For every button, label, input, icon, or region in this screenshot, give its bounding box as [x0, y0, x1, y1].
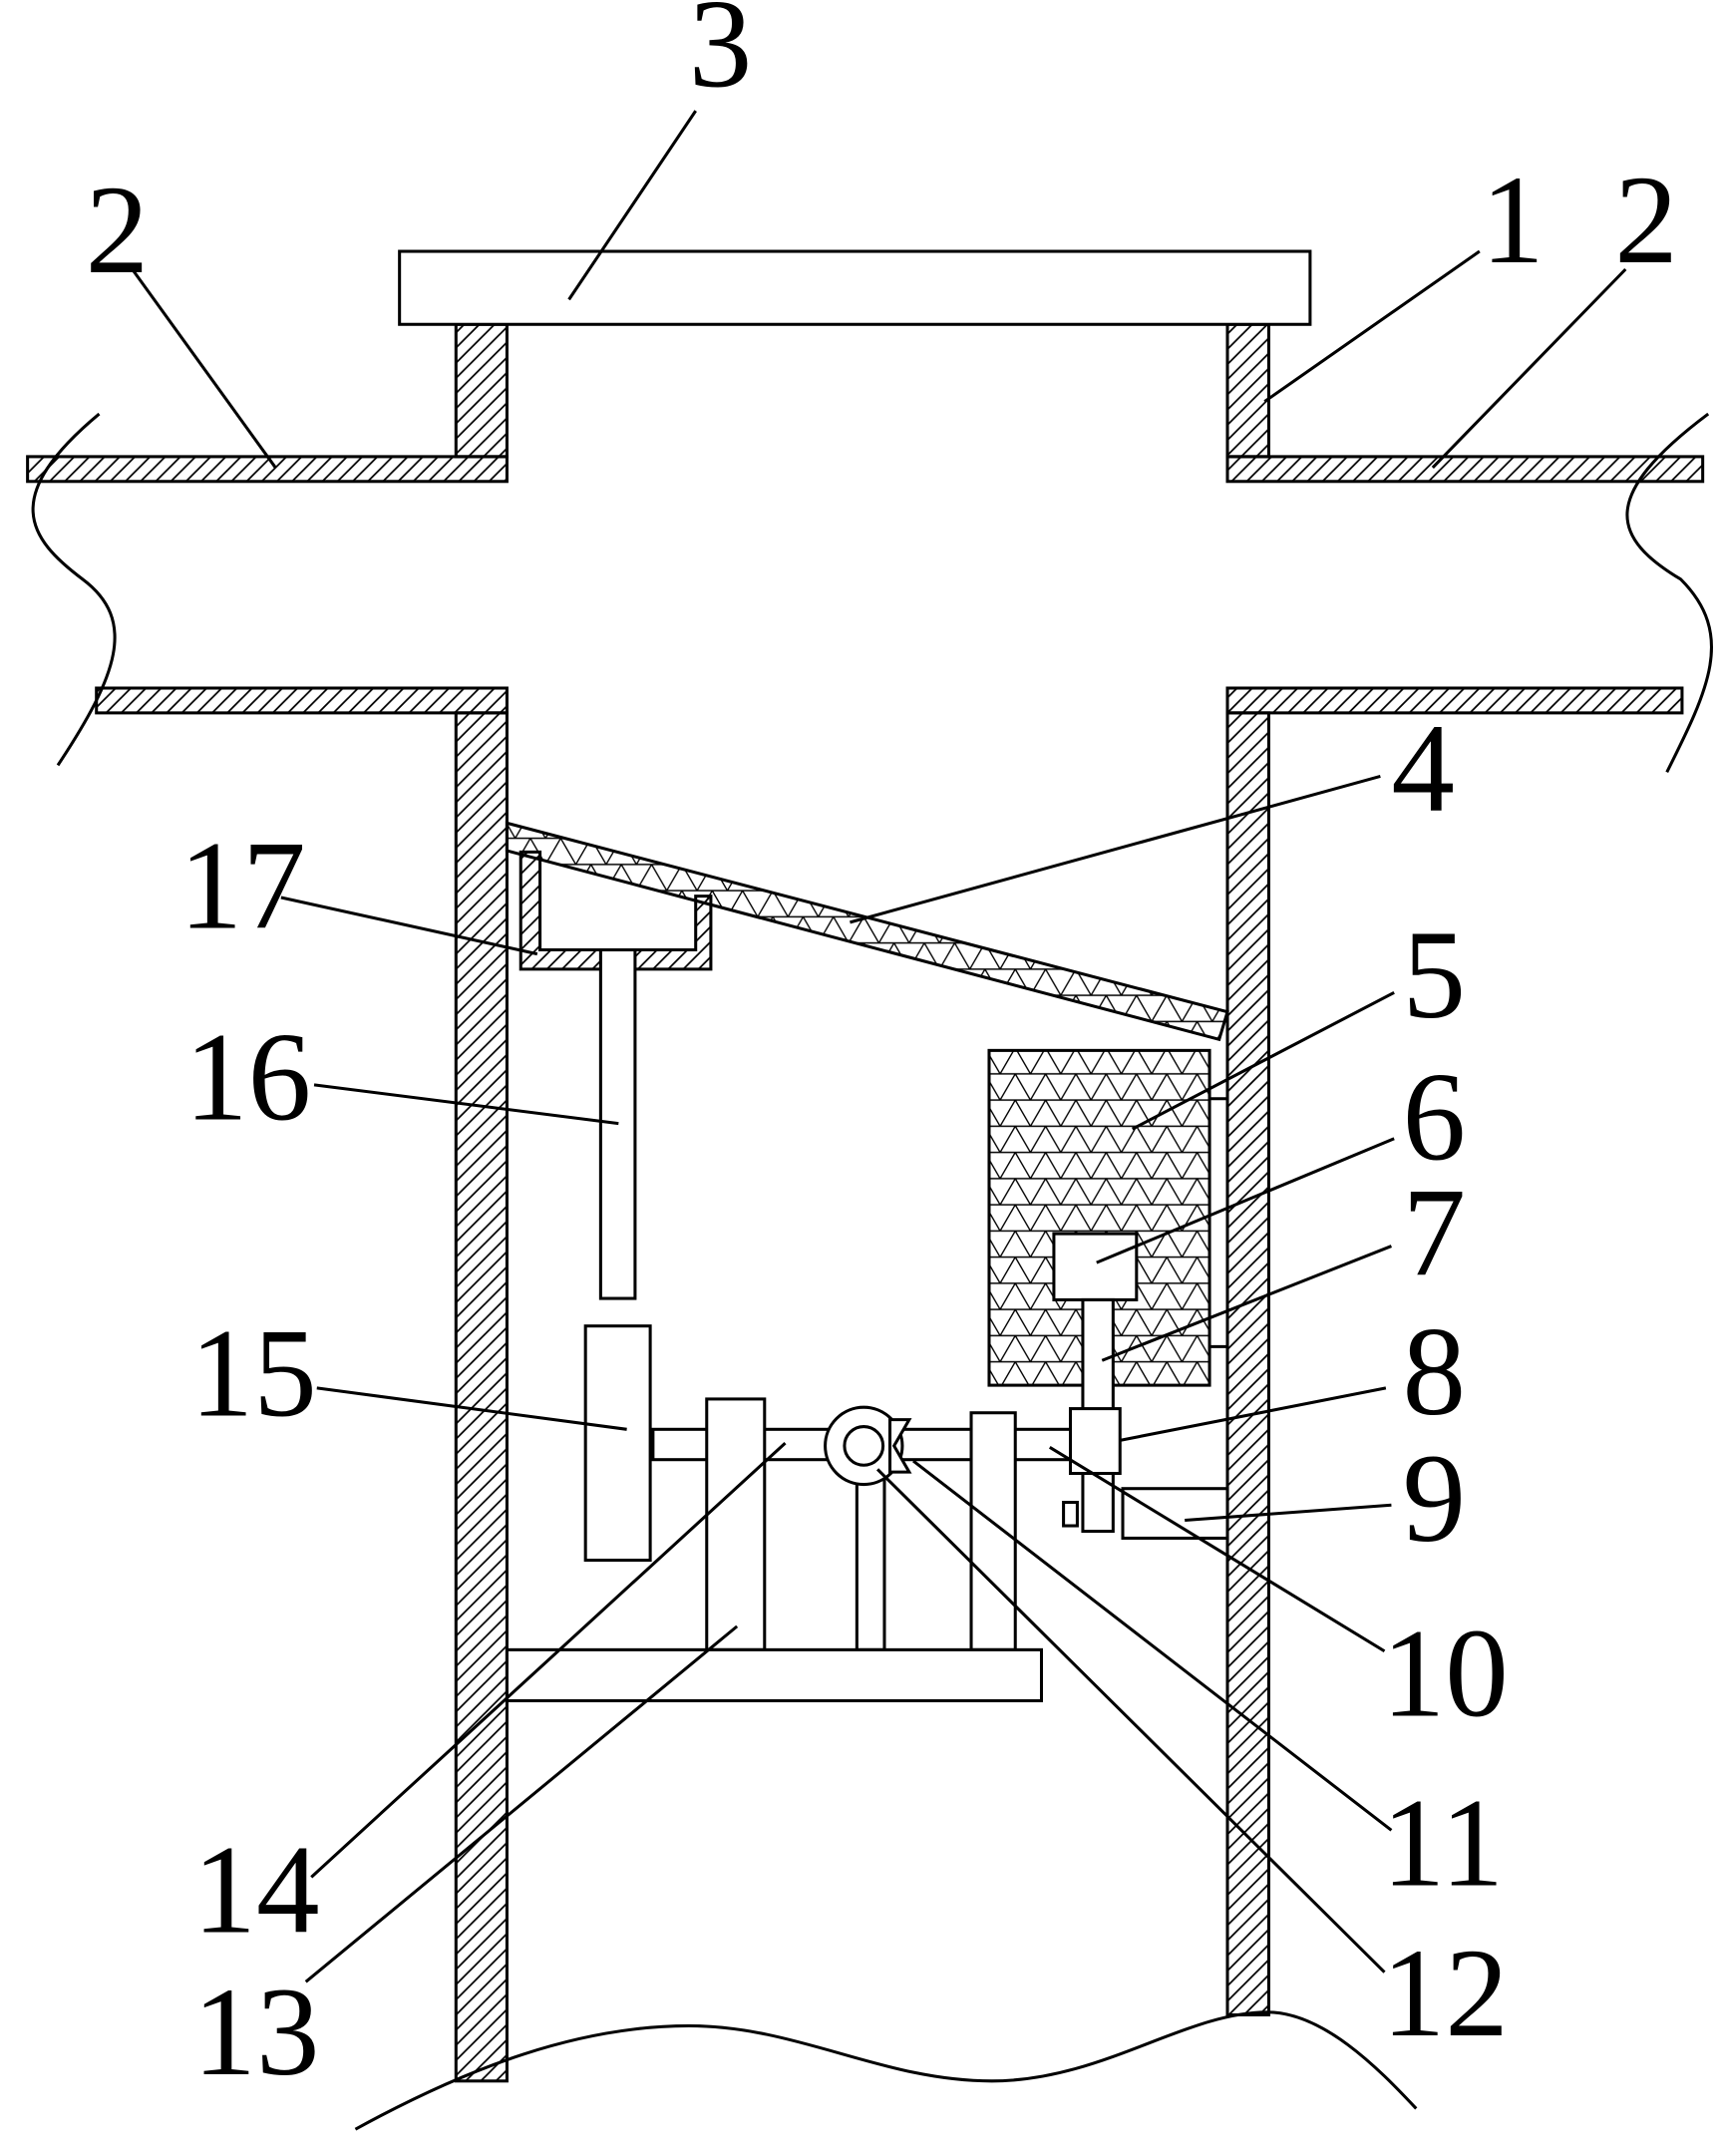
- label-7: 7: [1402, 1164, 1466, 1303]
- label-17: 17: [179, 816, 306, 955]
- label-8: 8: [1402, 1302, 1466, 1442]
- reference-numerals: 1 2 2 3 4 5 6 7 8 9 10 11 12 13 14 15 16…: [86, 0, 1678, 2102]
- motor-shaft: [1062, 1501, 1079, 1528]
- label-6: 6: [1402, 1048, 1466, 1188]
- label-2-right: 2: [1614, 151, 1678, 290]
- small-block: [1052, 1232, 1139, 1301]
- label-13: 13: [192, 1963, 319, 2102]
- motor: [1121, 1487, 1229, 1540]
- bearing-support-left: [705, 1397, 767, 1651]
- right-pipe: [1225, 455, 1705, 715]
- bottom-break-line: [354, 2010, 1418, 2131]
- label-16: 16: [184, 1007, 311, 1147]
- label-5: 5: [1402, 905, 1466, 1045]
- screen-bracket: [518, 850, 713, 971]
- cam-wheel: [824, 1405, 912, 1487]
- hammer-block: [583, 1324, 652, 1563]
- label-4: 4: [1391, 699, 1455, 839]
- rotating-disc: [1068, 1407, 1122, 1476]
- inclined-screen: [505, 821, 1229, 1042]
- label-12: 12: [1382, 1924, 1509, 2063]
- bearing-support-right: [969, 1411, 1017, 1651]
- label-2-left: 2: [86, 161, 150, 300]
- left-pipe: [26, 455, 509, 715]
- cam-column: [855, 1465, 886, 1651]
- leader-lines: [131, 110, 1627, 1983]
- main-casing: [454, 322, 1270, 2083]
- cover-plate: [398, 249, 1312, 326]
- label-10: 10: [1382, 1605, 1509, 1744]
- label-14: 14: [192, 1821, 319, 1961]
- label-11: 11: [1382, 1774, 1504, 1914]
- label-1: 1: [1481, 151, 1545, 290]
- label-9: 9: [1402, 1429, 1466, 1569]
- label-15: 15: [190, 1303, 317, 1443]
- label-3: 3: [689, 0, 753, 114]
- base-plate: [505, 1647, 1044, 1703]
